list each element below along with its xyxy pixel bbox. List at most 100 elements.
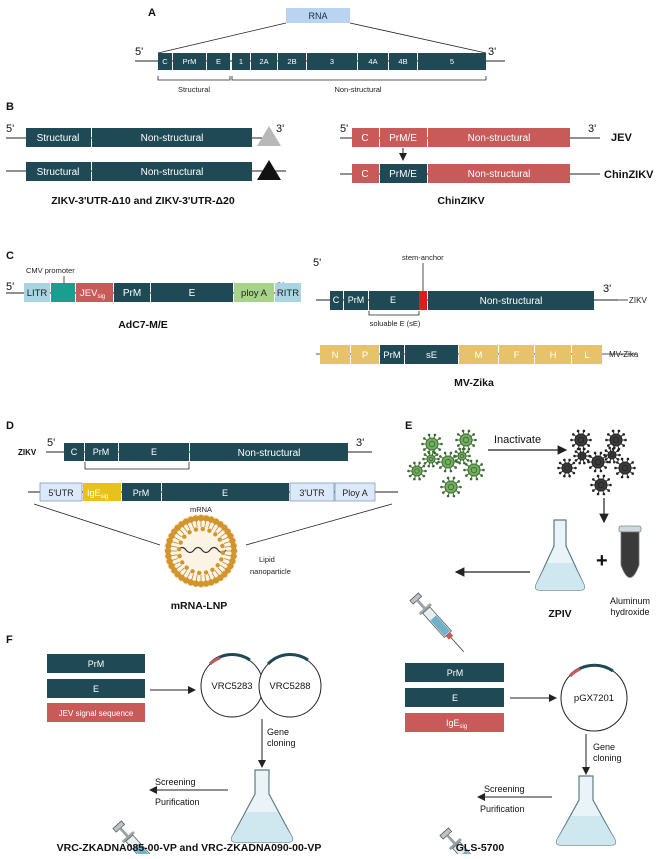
five-prime-c-right: 5' — [313, 257, 321, 269]
virus-spike-tip — [592, 489, 595, 492]
segment-label-prm: PrM — [183, 57, 197, 66]
lipid-head — [165, 552, 172, 560]
flask-liquid-e — [535, 563, 585, 590]
lipid-head-inner — [215, 563, 220, 568]
lipid-label-2: nanoparticle — [250, 567, 291, 576]
virus-spike-tip — [593, 451, 597, 455]
nonstructural-seg-b2 — [92, 162, 252, 181]
box-e-f-left — [47, 679, 145, 698]
virus-spike-tip — [452, 476, 456, 480]
insert-arc-5288 — [266, 653, 309, 666]
funnel-line-left — [33, 503, 161, 546]
inactivated-virus-cluster — [557, 429, 636, 496]
segment-label-3: 3 — [330, 57, 334, 66]
virus-spike-tip — [456, 460, 459, 464]
virus-spike-tip — [588, 454, 591, 458]
lipid-head — [230, 542, 237, 550]
virus-spike-tip — [475, 459, 479, 463]
virus-spike-tip — [423, 453, 427, 456]
virus-spike-tip — [583, 461, 586, 465]
virus-spike-tip — [583, 447, 586, 451]
lipid-head — [202, 580, 210, 587]
caption-adc7: AdC7-M/E — [118, 319, 168, 331]
e-seg-zikv-c — [369, 291, 419, 310]
virus-spike-tip — [631, 461, 634, 464]
mv-segment-label-l: L — [584, 350, 589, 361]
virus-spike-tip — [458, 461, 461, 465]
segment-2a — [251, 53, 277, 70]
virus-spike-tip — [413, 477, 416, 481]
panel-f-label: F — [6, 634, 13, 646]
virus-spike-tip — [604, 449, 608, 452]
lipid-head — [187, 516, 195, 523]
lipid-head-inner — [203, 570, 209, 575]
virus-spike-tip — [572, 461, 576, 465]
purification-label-left: Purification — [155, 797, 200, 807]
screening-label-left: Screening — [155, 777, 196, 787]
nonstructural-text-b1: Non-structural — [141, 133, 204, 144]
c-seg-zikv-c — [330, 291, 343, 310]
box-e-f-right — [405, 688, 504, 707]
panel-c: C CMV promoter 5' 3' LITR JEVsig PrM E p… — [6, 250, 647, 389]
text-ige-f-right: IgEsig — [446, 718, 467, 730]
virus-spike-tip — [449, 451, 453, 455]
virus-spike-tip — [454, 466, 457, 469]
segment-label-e: E — [216, 57, 221, 66]
mv-segment-prm — [380, 345, 404, 364]
ige-text: IgEsig — [87, 488, 108, 500]
virus-spike-tip — [465, 463, 468, 466]
virus-spike-tip — [438, 448, 441, 451]
prme-bracket-d — [84, 462, 190, 470]
virus-spike-tip — [599, 451, 603, 455]
virus-spike-tip — [607, 478, 610, 481]
virus-spike-tip — [422, 464, 426, 468]
three-prime-c-right: 3' — [603, 283, 611, 295]
virus-particle — [457, 451, 467, 461]
structural-text-b2: Structural — [37, 167, 80, 178]
virus-core — [428, 456, 434, 462]
virus-spike-tip — [432, 464, 435, 468]
caption-zikv-utr: ZIKV-3'UTR-Δ10 and ZIKV-3'UTR-Δ20 — [51, 195, 235, 207]
lipid-head — [166, 537, 173, 545]
mv-zika-side-label: MV-Zika — [609, 350, 639, 359]
flask-liquid-f-left — [231, 812, 293, 842]
e-seg-d — [119, 443, 189, 461]
virus-spike-tip — [459, 485, 462, 489]
virus-spike-tip — [472, 433, 475, 436]
virus-spike-tip — [432, 450, 435, 454]
virus-spike-tip — [424, 469, 427, 473]
inactivate-label: Inactivate — [494, 434, 541, 446]
virus-spike-tip — [599, 469, 603, 473]
virus-spike-tip — [568, 474, 571, 478]
panel-f: F PrM E JEV signal sequence VRC5283 VRC5… — [6, 634, 628, 859]
lipid-head — [165, 542, 172, 550]
caption-mrna-lnp: mRNA-LNP — [171, 600, 228, 612]
virus-spike-tip — [572, 471, 576, 475]
virus-spike-tip — [467, 429, 471, 433]
virus-spike-tip — [622, 433, 625, 436]
five-prime-a: 5' — [135, 46, 143, 58]
mv-segment-label-h: H — [550, 350, 557, 361]
utr5-text: 5'UTR — [48, 488, 74, 498]
lipid-head-inner — [187, 530, 192, 535]
caption-vrc: VRC-ZKADNA085-00-VP and VRC-ZKADNA090-00… — [57, 842, 322, 854]
virus-spike-tip — [454, 450, 458, 453]
three-prime-b-right: 3' — [588, 123, 596, 135]
plus-sign: + — [596, 550, 608, 572]
virus-spike-tip — [574, 459, 578, 462]
segment-5 — [418, 53, 486, 70]
gray-triangle-utr — [257, 126, 281, 146]
lipid-head — [229, 537, 236, 545]
virus-spike-tip — [408, 474, 412, 478]
polya-seg-c — [234, 283, 274, 302]
virus-spike-tip — [423, 437, 426, 440]
virus-spike-tip — [443, 469, 447, 473]
virus-particle — [444, 480, 458, 494]
syringe-flange — [448, 837, 462, 851]
virus-particle — [591, 455, 605, 469]
prm-text-c: PrM — [123, 288, 141, 299]
structural-bracket — [157, 76, 231, 81]
purification-label-right: Purification — [480, 804, 525, 814]
chinzikv-nonstructural-seg — [428, 164, 570, 183]
